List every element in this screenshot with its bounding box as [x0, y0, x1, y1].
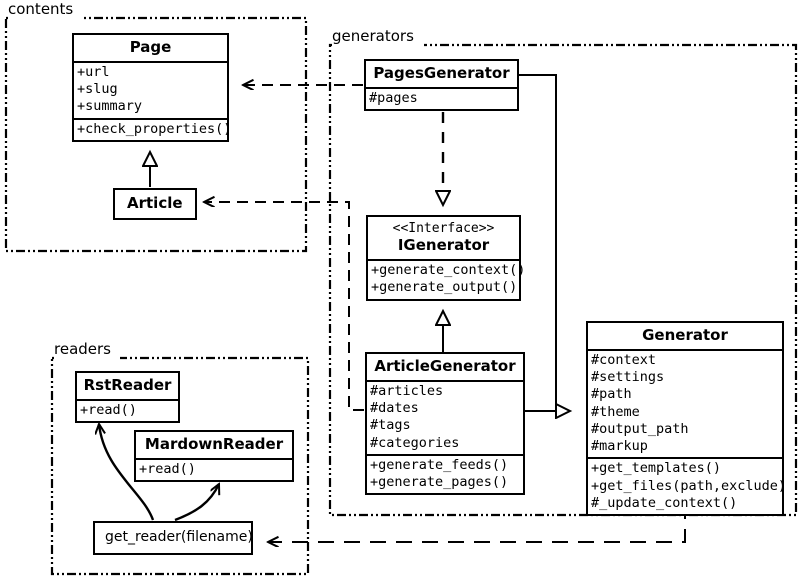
label-knockout-generators	[332, 37, 424, 49]
class-attributes-generator: #context #settings #path #theme #output_…	[588, 348, 782, 458]
attribute-row: +slug	[77, 81, 118, 98]
class-name-articlegenerator: ArticleGenerator	[374, 357, 516, 375]
class-methods-page: +check_properties()	[74, 117, 232, 140]
method-row: #_update_context()	[591, 494, 738, 511]
creates-get-reader-to-rstreader	[99, 424, 155, 521]
method-row: +generate_pages()	[370, 474, 509, 491]
generalization-pagesgenerator-to-generator	[519, 74, 557, 411]
class-box-pagesgenerator[interactable]: PagesGenerator #pages	[364, 59, 519, 112]
class-name-article: Article	[127, 194, 183, 212]
class-box-page[interactable]: Page +url +slug +summary +check_properti…	[72, 33, 232, 142]
attribute-row: #categories	[370, 434, 460, 451]
class-methods-articlegenerator: +generate_feeds() +generate_pages()	[367, 453, 523, 494]
attribute-row: #pages	[369, 89, 418, 106]
class-name-text: IGenerator	[397, 236, 490, 255]
function-box-get-reader[interactable]: get_reader(filename)	[93, 521, 253, 555]
attribute-row: #articles	[370, 382, 444, 399]
class-attributes-articlegenerator: #articles #dates #tags #categories	[367, 379, 523, 454]
method-row: +read()	[139, 460, 196, 477]
class-name-rstreader: RstReader	[83, 376, 172, 394]
method-row: +generate_output()	[371, 279, 518, 296]
method-row: +check_properties()	[77, 120, 232, 137]
method-row: +generate_feeds()	[370, 456, 509, 473]
class-methods-rstreader: +read()	[77, 398, 178, 421]
attribute-row: #markup	[591, 438, 648, 455]
class-box-article[interactable]: Article	[113, 188, 197, 220]
class-attributes-page: +url +slug +summary	[74, 60, 227, 118]
method-row: +get_files(path,exclude)	[591, 477, 787, 494]
package-frame-contents	[4, 16, 308, 253]
class-name-pagesgenerator: PagesGenerator	[373, 64, 510, 82]
package-frame-generators	[328, 43, 798, 517]
method-row: +generate_context()	[371, 262, 526, 279]
class-box-articlegenerator[interactable]: ArticleGenerator #articles #dates #tags …	[365, 352, 525, 496]
label-knockout-readers	[54, 350, 120, 362]
class-box-rstreader[interactable]: RstReader +read()	[75, 371, 180, 424]
class-box-generator[interactable]: Generator #context #settings #path #them…	[586, 321, 787, 517]
class-name-igenerator: <<Interface>> IGenerator	[368, 217, 519, 259]
class-box-mardownreader[interactable]: MardownReader +read()	[134, 430, 294, 483]
stereotype-interface: <<Interface>>	[392, 221, 495, 236]
function-name-get-reader: get_reader(filename)	[105, 529, 253, 545]
class-methods-igenerator: +generate_context() +generate_output()	[368, 259, 526, 299]
package-label-contents: contents	[8, 0, 74, 18]
method-row: +get_templates()	[591, 460, 722, 477]
class-box-igenerator[interactable]: <<Interface>> IGenerator +generate_conte…	[366, 215, 526, 301]
class-methods-generator: +get_templates() +get_files(path,exclude…	[588, 457, 787, 514]
attribute-row: #dates	[370, 400, 419, 417]
attribute-row: #path	[591, 386, 632, 403]
class-name-generator: Generator	[642, 326, 728, 344]
attribute-row: #context	[591, 351, 657, 368]
package-frame-readers	[50, 356, 310, 576]
attribute-row: #tags	[370, 417, 411, 434]
attribute-row: #theme	[591, 403, 640, 420]
package-label-generators: generators	[332, 27, 414, 45]
class-name-page: Page	[129, 38, 172, 56]
attribute-row: +url	[77, 63, 110, 80]
label-knockout-contents	[8, 10, 82, 22]
attribute-row: +summary	[77, 98, 143, 115]
package-label-readers: readers	[54, 340, 111, 358]
dependency-articlegenerator-to-article	[204, 202, 364, 411]
method-row: +read()	[80, 401, 137, 418]
creates-get-reader-to-mardownreader	[174, 484, 219, 522]
attribute-row: #settings	[591, 369, 665, 386]
class-attributes-pagesgenerator: #pages	[366, 86, 517, 109]
attribute-row: #output_path	[591, 420, 689, 437]
class-name-mardownreader: MardownReader	[144, 435, 284, 453]
class-methods-mardownreader: +read()	[136, 457, 292, 480]
